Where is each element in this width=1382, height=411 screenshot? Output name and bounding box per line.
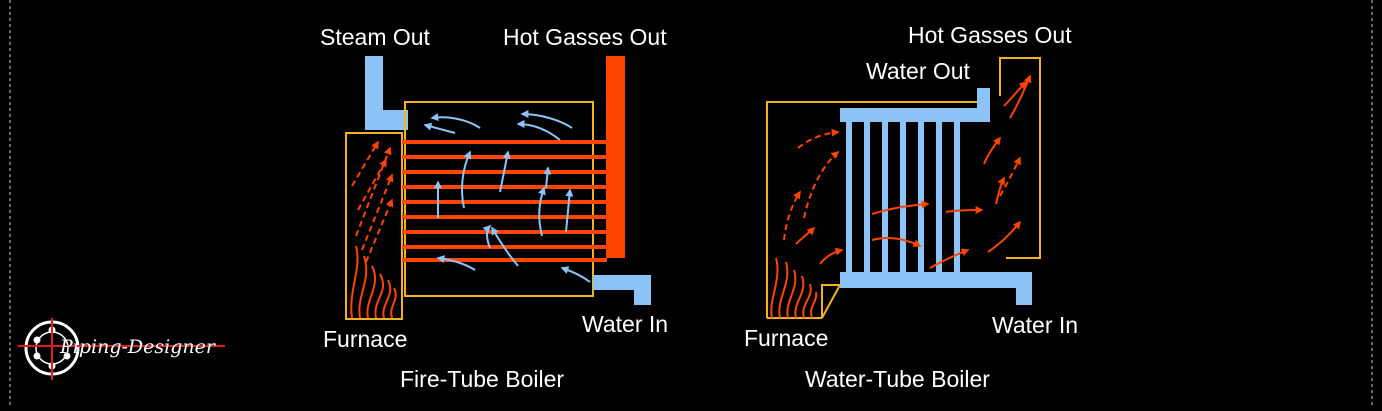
fire-tube-shell xyxy=(404,101,594,297)
water-out-pipe xyxy=(977,88,990,112)
steam-out-pipe xyxy=(365,56,408,130)
water-tube-furnace-label: Furnace xyxy=(744,325,829,351)
water-tube-hot-gasses-out-label: Hot Gasses Out xyxy=(908,22,1072,48)
piping-designer-logo-mark xyxy=(18,318,225,380)
fire-tube-furnace-box xyxy=(345,132,403,320)
fire-tube-boiler xyxy=(345,56,651,320)
fire-tube-hot-gas-stack xyxy=(606,56,625,258)
water-out-label: Water Out xyxy=(866,58,970,84)
water-tube-boiler xyxy=(766,57,1041,319)
water-tubes xyxy=(846,122,960,272)
steam-out-label: Steam Out xyxy=(320,24,430,50)
water-tube-caption: Water-Tube Boiler xyxy=(805,366,990,392)
logo-text: Piping-Designer xyxy=(60,336,215,358)
fire-tube-furnace-label: Furnace xyxy=(323,326,408,352)
water-tube-water-in-label: Water In xyxy=(992,312,1079,338)
fire-tube-water-in-label: Water In xyxy=(582,311,669,337)
steam-drum xyxy=(840,108,990,122)
fire-tube-furnace-flames xyxy=(350,140,397,319)
mud-drum-and-water-in-pipe xyxy=(840,272,1032,305)
fire-tube-water-circulation-arrows xyxy=(423,110,591,283)
fire-tube-water-in-pipe xyxy=(593,275,651,305)
fire-tubes xyxy=(402,140,607,262)
fire-tube-caption: Fire-Tube Boiler xyxy=(400,366,565,392)
water-tube-hot-gas-arrows xyxy=(783,74,1032,269)
fire-tube-hot-gasses-out-label: Hot Gasses Out xyxy=(503,24,667,50)
water-tube-furnace-flames xyxy=(770,257,818,319)
